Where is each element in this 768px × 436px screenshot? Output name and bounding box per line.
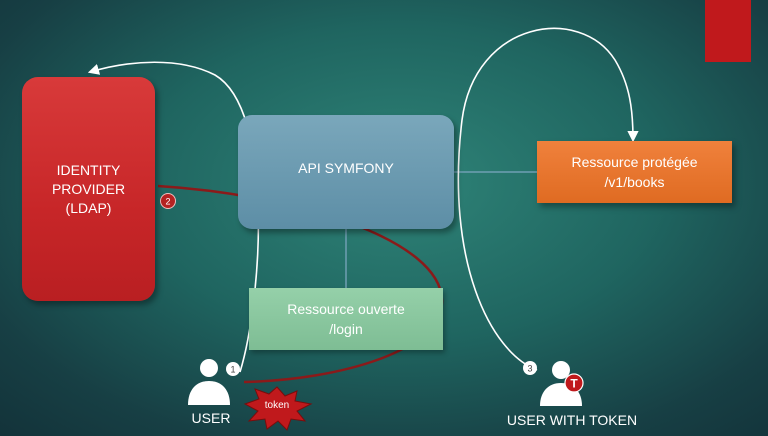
step-badge-3: 3 (523, 361, 537, 375)
corner-decoration (705, 0, 751, 62)
idp-label-line2: PROVIDER (51, 180, 126, 197)
open-resource-box: Ressource ouverte /login (249, 288, 443, 350)
token-badge-icon: T (564, 373, 584, 393)
token-label: token (264, 400, 290, 411)
svg-text:T: T (570, 377, 578, 391)
user-with-token-label: USER WITH TOKEN (506, 412, 638, 428)
step-badge-1: 1 (226, 362, 240, 376)
step-2-text: 2 (165, 197, 170, 207)
identity-provider-box: IDENTITY PROVIDER (LDAP) (22, 77, 155, 301)
open-label-line2: /login (329, 321, 363, 337)
step-3-text: 3 (527, 364, 532, 374)
token-burst (243, 386, 313, 431)
protected-resource-box: Ressource protégée /v1/books (537, 141, 732, 203)
user-token-to-protected-arrow (457, 27, 639, 371)
api-label: API SYMFONY (298, 160, 394, 176)
api-symfony-box: API SYMFONY (238, 115, 454, 229)
open-label-line1: Ressource ouverte (287, 301, 405, 317)
protected-label-line1: Ressource protégée (571, 154, 698, 170)
step-1-text: 1 (230, 365, 235, 375)
step-badge-2: 2 (160, 193, 176, 209)
idp-label-line1: IDENTITY (56, 161, 121, 178)
protected-label-line2: /v1/books (604, 174, 665, 190)
user-label: USER (191, 410, 231, 426)
idp-label-line3: (LDAP) (65, 199, 112, 216)
user-icon (188, 359, 230, 405)
